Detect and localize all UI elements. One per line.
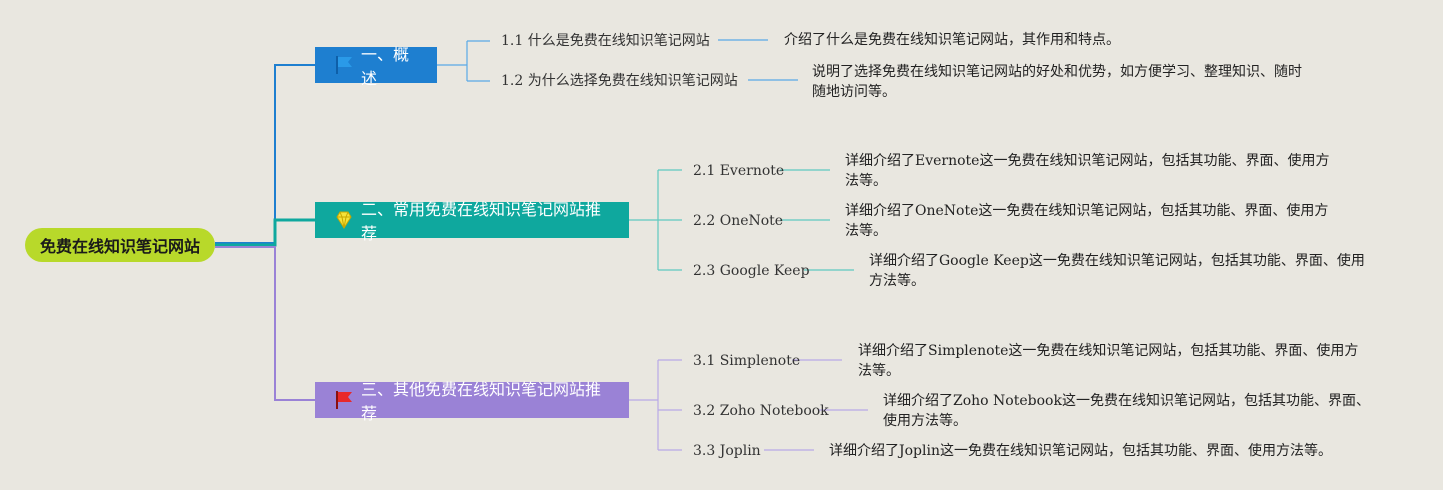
connector-branch3-subs bbox=[629, 359, 682, 451]
subtopic-2-3[interactable]: 2.3 Google Keep bbox=[693, 263, 810, 279]
subtopic-1-2[interactable]: 1.2 为什么选择免费在线知识笔记网站 bbox=[501, 73, 738, 89]
subtopic-3-3[interactable]: 3.3 Joplin bbox=[693, 443, 761, 459]
detail-3-2: 详细介绍了Zoho Notebook这一免费在线知识笔记网站，包括其功能、界面、… bbox=[883, 393, 1370, 429]
detail-2-3: 详细介绍了Google Keep这一免费在线知识笔记网站，包括其功能、界面、使用… bbox=[869, 253, 1365, 289]
root-label: 免费在线知识笔记网站 bbox=[39, 237, 200, 256]
subtopic-2-2[interactable]: 2.2 OneNote bbox=[693, 213, 784, 229]
branch-common-sites[interactable]: 二、常用免费在线知识笔记网站推荐 bbox=[315, 200, 629, 243]
detail-1-2: 说明了选择免费在线知识笔记网站的好处和优势，如方便学习、整理知识、随时随地访问等… bbox=[812, 64, 1302, 100]
branch-overview-label: 一、概述 bbox=[361, 45, 410, 88]
subtopic-3-1[interactable]: 3.1 Simplenote bbox=[693, 353, 801, 369]
branch-other-sites[interactable]: 三、其他免费在线知识笔记网站推荐 bbox=[315, 380, 629, 423]
subtopic-2-1[interactable]: 2.1 Evernote bbox=[693, 163, 785, 179]
connector-root-branch1 bbox=[215, 64, 315, 244]
detail-3-1: 详细介绍了Simplenote这一免费在线知识笔记网站，包括其功能、界面、使用方… bbox=[858, 343, 1359, 379]
branch-other-sites-label: 三、其他免费在线知识笔记网站推荐 bbox=[361, 380, 602, 423]
connector-root-branch3 bbox=[215, 246, 315, 401]
connector-root-branch2 bbox=[215, 218, 315, 247]
detail-2-1: 详细介绍了Evernote这一免费在线知识笔记网站，包括其功能、界面、使用方法等… bbox=[845, 153, 1330, 189]
blue-flag-icon bbox=[333, 54, 355, 76]
detail-2-2: 详细介绍了OneNote这一免费在线知识笔记网站，包括其功能、界面、使用方法等。 bbox=[845, 203, 1329, 239]
connector-branch1-subs bbox=[437, 40, 490, 82]
subtopic-1-1[interactable]: 1.1 什么是免费在线知识笔记网站 bbox=[501, 33, 710, 49]
diamond-icon bbox=[333, 209, 355, 231]
subtopic-3-2[interactable]: 3.2 Zoho Notebook bbox=[693, 403, 829, 419]
detail-1-1: 介绍了什么是免费在线知识笔记网站，其作用和特点。 bbox=[784, 32, 1120, 48]
red-flag-icon bbox=[333, 389, 355, 411]
detail-3-3: 详细介绍了Joplin这一免费在线知识笔记网站，包括其功能、界面、使用方法等。 bbox=[829, 443, 1332, 459]
root-node[interactable]: 免费在线知识笔记网站 bbox=[25, 228, 215, 262]
branch-overview[interactable]: 一、概述 bbox=[315, 45, 437, 88]
branch-common-sites-label: 二、常用免费在线知识笔记网站推荐 bbox=[361, 200, 602, 243]
connector-branch2-subs bbox=[629, 169, 682, 271]
